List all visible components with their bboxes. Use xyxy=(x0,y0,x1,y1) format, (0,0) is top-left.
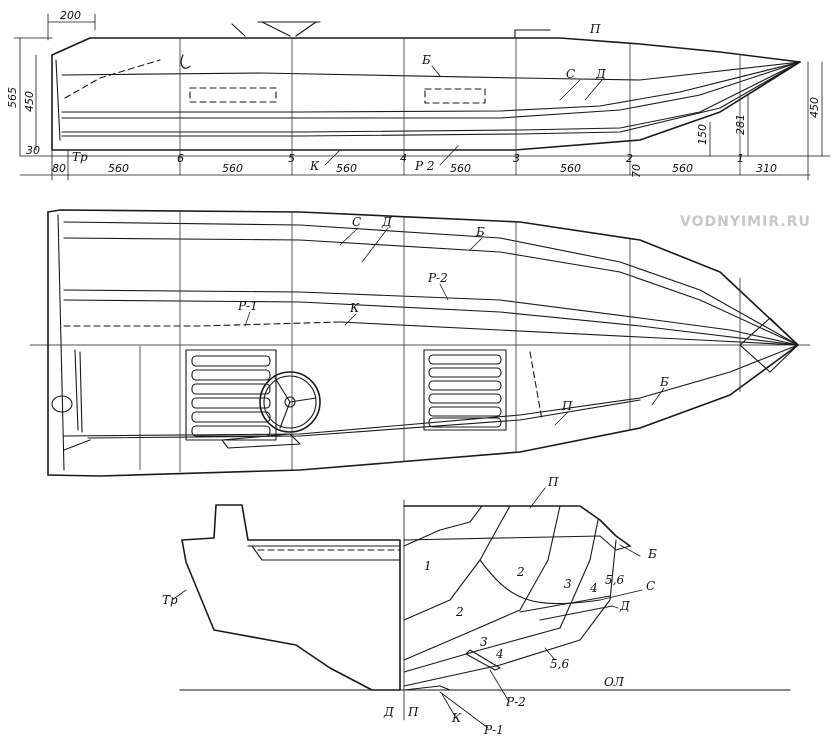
plan-label-k: К xyxy=(349,301,360,315)
outboard-motor xyxy=(51,349,83,433)
seat-slats-aft xyxy=(185,349,277,441)
body-label-b: Б xyxy=(647,547,657,561)
plan-line-p2 xyxy=(63,289,799,346)
plan-label-d: Д xyxy=(381,215,392,229)
section-5-6 xyxy=(403,539,617,687)
spacing-2: 560 xyxy=(222,162,243,175)
dim-80: 80 xyxy=(52,162,66,175)
station-4: 4 xyxy=(400,152,407,165)
plan-sheer-top xyxy=(47,209,799,346)
label-tr: Тр xyxy=(72,150,88,164)
label-p: П xyxy=(589,22,601,36)
label-p2: Р 2 xyxy=(414,159,435,173)
plan-label-b-bottom: Б xyxy=(659,375,669,389)
section-label-3: 3 xyxy=(564,577,572,591)
label-s: С xyxy=(566,67,575,81)
plan-label-b-top: Б xyxy=(475,225,485,239)
body-label-ol: ОЛ xyxy=(604,675,625,689)
section-3 xyxy=(403,505,561,661)
station-3: 3 xyxy=(513,152,520,165)
dim-281: 281 xyxy=(734,114,747,135)
label-k: К xyxy=(309,159,320,173)
plan-stations xyxy=(179,210,741,472)
plan-label-p2: Р-2 xyxy=(427,271,448,285)
section-4 xyxy=(403,519,599,673)
keel-line xyxy=(61,61,801,151)
section-label-2: 2 xyxy=(516,565,525,579)
section-label-3b: 3 xyxy=(480,635,488,649)
plan-label-p: П xyxy=(561,399,573,413)
sheer-line xyxy=(51,37,801,63)
line-k xyxy=(61,61,801,133)
plan-line-s xyxy=(63,221,799,346)
bow-outline-sheer xyxy=(403,505,631,547)
section-label-4b: 4 xyxy=(495,647,504,661)
plan-line-p1 xyxy=(63,321,341,327)
station-5: 5 xyxy=(288,152,295,165)
dim-70: 70 xyxy=(630,164,643,178)
section-label-2b: 2 xyxy=(455,605,464,619)
body-label-5-6: 5,6 xyxy=(550,657,569,671)
station-2: 2 xyxy=(626,152,633,165)
line-b xyxy=(61,61,801,81)
dim-overhang-200: 200 xyxy=(60,9,81,22)
line-s xyxy=(61,61,801,113)
plan-line-k xyxy=(339,321,799,346)
side-view: 200 xyxy=(6,9,831,181)
plan-label-s: С xyxy=(352,215,361,229)
body-label-bottom-p: П xyxy=(407,705,419,719)
plan-line-d xyxy=(63,237,799,346)
body-label-d: Д xyxy=(619,599,630,613)
dim-height-450-left: 450 xyxy=(23,91,36,112)
side-stations xyxy=(179,38,741,175)
body-label-tr: Тр xyxy=(162,593,178,607)
body-label-s: С xyxy=(646,579,655,593)
spacing-3: 560 xyxy=(336,162,357,175)
label-b: Б xyxy=(421,53,431,67)
station-6: 6 xyxy=(177,152,184,165)
watermark: VODNYIMIR.RU xyxy=(680,214,811,230)
spacing-5: 560 xyxy=(560,162,581,175)
dim-height-565: 565 xyxy=(6,87,19,108)
dim-height-450-right: 450 xyxy=(808,97,821,118)
label-d: Д xyxy=(595,67,606,81)
section-label-1: 1 xyxy=(424,559,432,573)
spacing-6: 560 xyxy=(672,162,693,175)
plan-sheer-bottom xyxy=(47,344,799,477)
dim-30: 30 xyxy=(26,144,40,157)
body-label-p: П xyxy=(547,475,559,489)
station-1: 1 xyxy=(737,152,744,165)
body-label-r2: Р-2 xyxy=(505,695,526,709)
dim-150: 150 xyxy=(696,124,709,145)
section-2 xyxy=(403,505,511,621)
windshield-top xyxy=(257,21,321,37)
line-d xyxy=(61,61,801,119)
body-label-r1: Р-1 xyxy=(483,723,504,737)
section-1 xyxy=(403,505,483,547)
spacing-4: 560 xyxy=(450,162,471,175)
stern-transom-outline xyxy=(181,504,401,691)
section-label-5-6: 5,6 xyxy=(605,573,624,587)
plan-view: С Д Б Р-2 Р-1 К П Б VODNYIMIR.RU xyxy=(29,209,811,477)
body-label-bottom-d: Д xyxy=(383,705,394,719)
spacing-7: 310 xyxy=(756,162,777,175)
plan-label-p1: Р-1 xyxy=(237,299,258,313)
section-label-4: 4 xyxy=(589,581,598,595)
steering-wheel xyxy=(221,371,321,449)
body-label-bottom-k: К xyxy=(451,711,462,725)
body-plan: 1 2 2 3 3 4 4 5,6 П Б Тр С Д 5,6 Р-2 Р-1… xyxy=(162,475,791,737)
seat-slats-fwd xyxy=(423,349,507,431)
spacing-1: 560 xyxy=(108,162,129,175)
